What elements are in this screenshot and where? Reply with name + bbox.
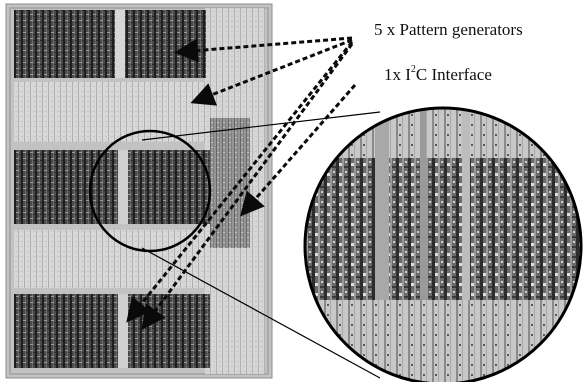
pattern-generator-arrow: [141, 43, 354, 330]
pattern-generator-block: [14, 82, 206, 142]
pattern-generator-block: [14, 150, 210, 224]
i2c-suffix: C Interface: [415, 65, 492, 84]
i2c-interface-label: 1x I2C Interface: [384, 64, 492, 84]
i2c-arrow: [240, 84, 357, 217]
pattern-generator-arrow: [126, 41, 354, 323]
highlight-circle: [88, 129, 212, 253]
pattern-generator-block: [14, 294, 210, 368]
pattern-generator-arrow: [190, 38, 353, 106]
pattern-generator-block: [14, 10, 206, 78]
i2c-superscript: 2: [410, 64, 416, 76]
i2c-interface-block: [210, 118, 250, 248]
pattern-generators-label: 5 x Pattern generators: [374, 20, 523, 39]
i2c-prefix: 1x I: [384, 65, 411, 84]
pattern-generator-block: [14, 230, 210, 288]
pattern-generator-arrow: [174, 36, 353, 63]
zoom-circle: [303, 106, 583, 382]
